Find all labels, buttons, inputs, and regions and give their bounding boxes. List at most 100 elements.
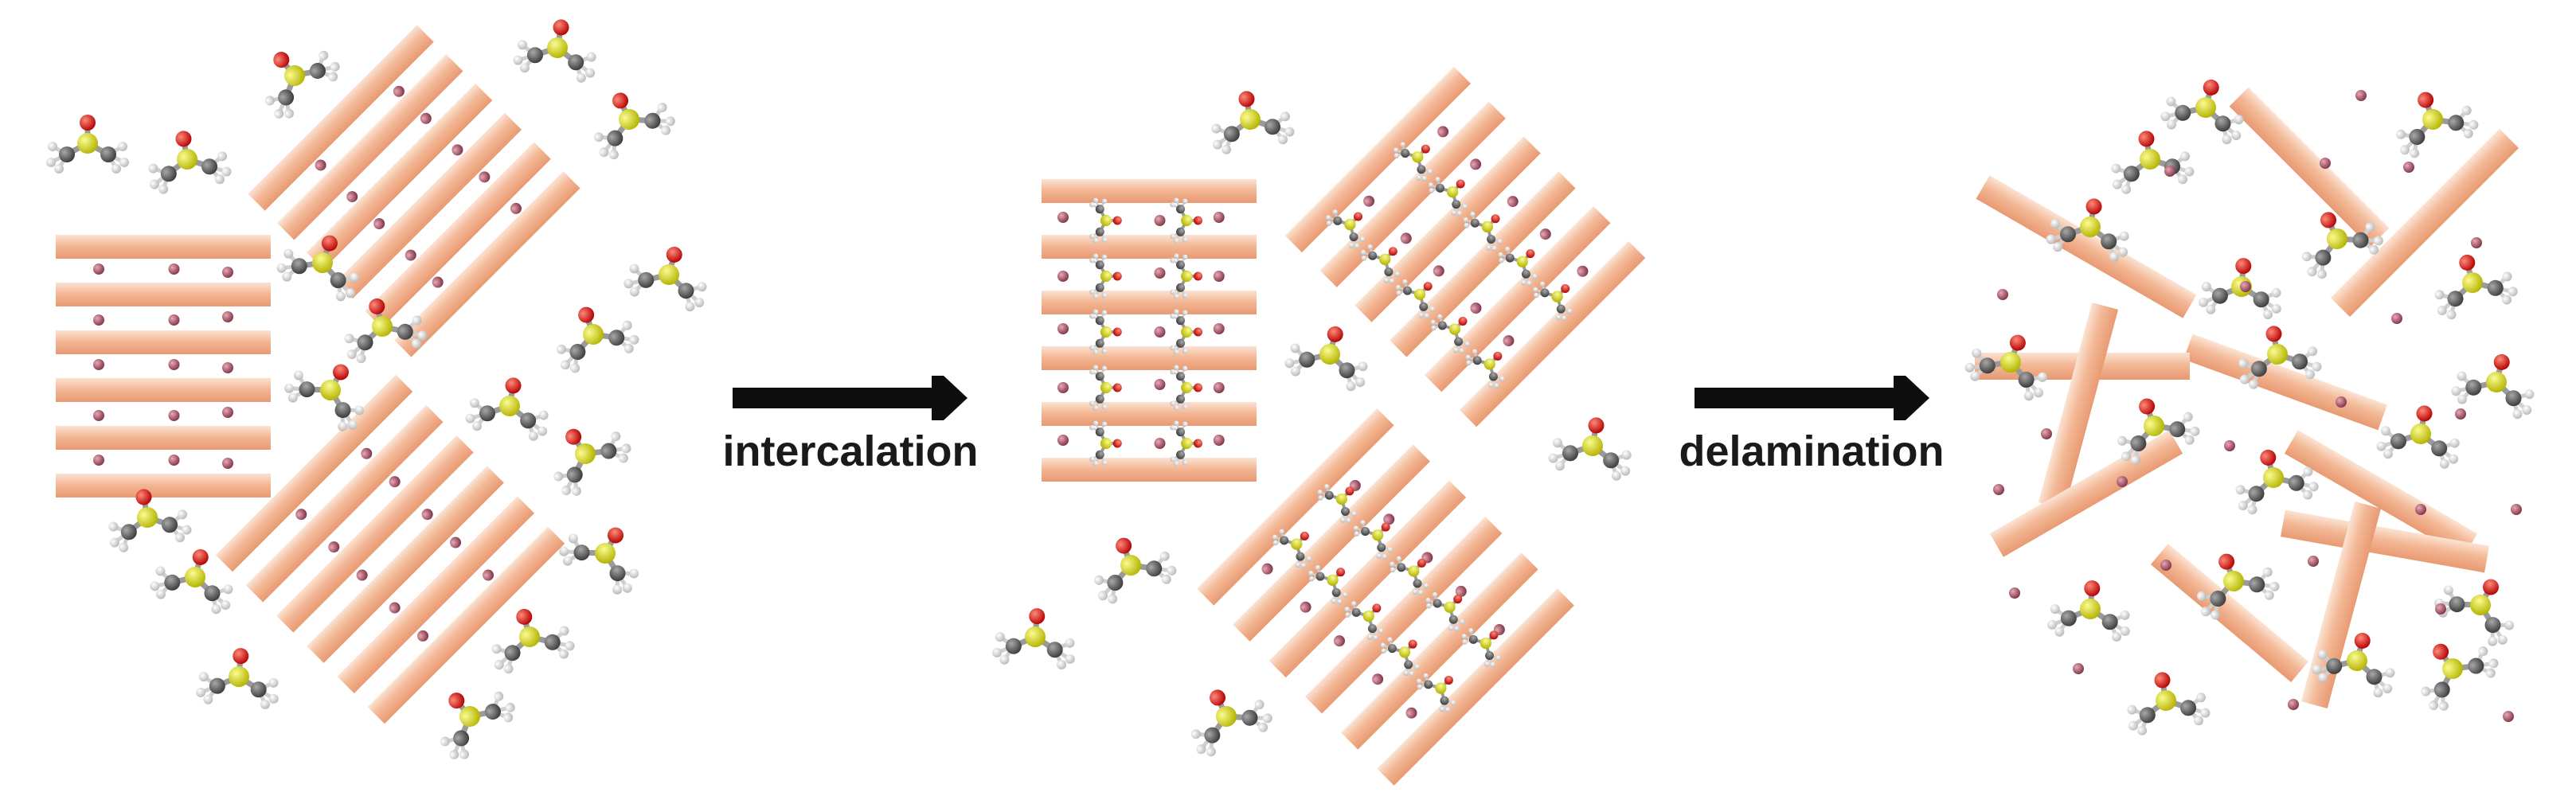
interlayer-ion bbox=[93, 455, 104, 466]
layered-sheet bbox=[1304, 516, 1503, 714]
interlayer-ion bbox=[510, 202, 522, 214]
interlayer-ion bbox=[93, 359, 104, 370]
dmso-molecule bbox=[2105, 124, 2196, 197]
interlayer-ion bbox=[168, 263, 180, 275]
interlayer-ion bbox=[1334, 635, 1346, 647]
dmso-molecule bbox=[244, 27, 346, 126]
layered-sheet bbox=[1042, 346, 1257, 370]
layered-sheet bbox=[1341, 552, 1538, 750]
interlayer-ion bbox=[1503, 335, 1515, 347]
dmso-molecule bbox=[1205, 84, 1296, 157]
layered-sheet bbox=[248, 25, 434, 211]
interlayer-ion bbox=[168, 455, 180, 466]
interlayer-ion bbox=[479, 171, 491, 183]
interlayer-ion bbox=[1470, 302, 1482, 314]
dmso-molecule bbox=[46, 115, 129, 174]
dmso-molecule bbox=[991, 605, 1079, 671]
interlayer-ion bbox=[1993, 484, 2004, 495]
sheet-stack bbox=[1284, 66, 1646, 427]
sheet-stack bbox=[248, 25, 580, 357]
sheet-stack bbox=[1197, 408, 1574, 786]
interlayer-ion bbox=[93, 410, 104, 421]
interlayer-ion bbox=[1213, 323, 1225, 334]
layered-sheet bbox=[277, 54, 463, 240]
layered-sheet bbox=[1042, 235, 1257, 259]
interlayer-ion bbox=[2164, 166, 2175, 177]
interlayer-ion bbox=[2415, 504, 2426, 515]
dmso-molecule bbox=[554, 508, 655, 600]
layered-sheet bbox=[56, 474, 271, 498]
interlayer-ion bbox=[2391, 313, 2402, 324]
interlayer-ion bbox=[2320, 158, 2331, 169]
interlayer-ion bbox=[1057, 435, 1069, 446]
interlayer-ion bbox=[222, 362, 233, 373]
interlayer-ion bbox=[222, 311, 233, 322]
layered-sheet bbox=[1042, 402, 1257, 426]
interlayer-ion bbox=[222, 407, 233, 418]
layered-sheet bbox=[1268, 480, 1467, 678]
interlayer-ion bbox=[2240, 281, 2251, 292]
interlayer-ion bbox=[451, 144, 463, 156]
interlayer-ion bbox=[1470, 158, 1482, 170]
interlayer-ion bbox=[93, 314, 104, 326]
layered-sheet bbox=[1390, 171, 1576, 357]
layered-sheet bbox=[1425, 206, 1611, 392]
dmso-molecule bbox=[545, 293, 643, 377]
layered-sheet bbox=[1042, 458, 1257, 482]
interlayer-ion bbox=[389, 602, 401, 614]
interlayer-ion bbox=[1372, 673, 1384, 685]
delaminated-sheets-panel bbox=[1961, 69, 2543, 738]
interlayer-ion bbox=[2117, 476, 2128, 487]
dmso-molecule bbox=[511, 13, 603, 85]
layered-sheet bbox=[1377, 588, 1574, 786]
interlayer-ion bbox=[2041, 428, 2052, 439]
dmso-molecule bbox=[463, 371, 555, 443]
interlayer-ion bbox=[450, 537, 462, 548]
interlayer-ion bbox=[2224, 440, 2235, 451]
interlayer-ion bbox=[1213, 271, 1225, 282]
interlayer-ion bbox=[346, 191, 358, 203]
interlayer-ion bbox=[373, 218, 385, 230]
layered-sheet bbox=[1197, 408, 1394, 606]
interlayer-ion bbox=[361, 447, 373, 459]
interlayer-ion bbox=[1577, 265, 1589, 277]
interlayer-ion bbox=[405, 249, 416, 261]
interlayer-ion bbox=[2471, 237, 2482, 248]
interlayer-ion bbox=[1433, 265, 1444, 277]
interlayer-ion bbox=[2503, 711, 2514, 722]
pristine-layered-crystal-panel bbox=[46, 13, 717, 767]
interlayer-ion bbox=[1057, 323, 1069, 334]
interlayer-ion bbox=[389, 476, 401, 488]
interlayer-ion bbox=[2511, 504, 2522, 515]
interlayer-ion bbox=[93, 263, 104, 275]
sheet-stack bbox=[1042, 179, 1257, 482]
interlayer-ion bbox=[1154, 326, 1166, 338]
layered-sheet bbox=[365, 142, 551, 328]
layered-sheet bbox=[56, 378, 271, 402]
interlayer-ion bbox=[483, 569, 494, 581]
dmso-molecule bbox=[195, 645, 283, 711]
delamination-label: delamination bbox=[1679, 427, 1944, 475]
layered-sheet bbox=[2183, 334, 2387, 431]
interlayer-ion bbox=[1363, 195, 1375, 207]
interlayer-ion bbox=[1455, 585, 1467, 597]
arrow-shaft bbox=[733, 388, 940, 408]
interlayer-ion bbox=[2403, 162, 2414, 173]
dmso-molecule bbox=[2121, 665, 2212, 738]
interlayer-ion bbox=[168, 410, 180, 421]
interlayer-ion bbox=[1213, 212, 1225, 223]
interlayer-ion bbox=[2160, 560, 2171, 571]
interlayer-ion bbox=[1400, 232, 1412, 244]
layered-sheet bbox=[276, 435, 474, 633]
dmso-molecule bbox=[1282, 316, 1378, 394]
layered-sheet bbox=[1233, 444, 1430, 642]
interlayer-ion bbox=[2355, 90, 2367, 101]
interlayer-ion bbox=[417, 630, 429, 642]
interlayer-ion bbox=[2308, 556, 2319, 567]
sheet-stack bbox=[215, 374, 565, 724]
layered-sheet bbox=[2038, 302, 2119, 509]
layered-sheet bbox=[56, 426, 271, 450]
layered-sheet bbox=[337, 496, 535, 694]
interlayer-ion bbox=[1057, 271, 1069, 282]
interlayer-ion bbox=[432, 276, 444, 288]
